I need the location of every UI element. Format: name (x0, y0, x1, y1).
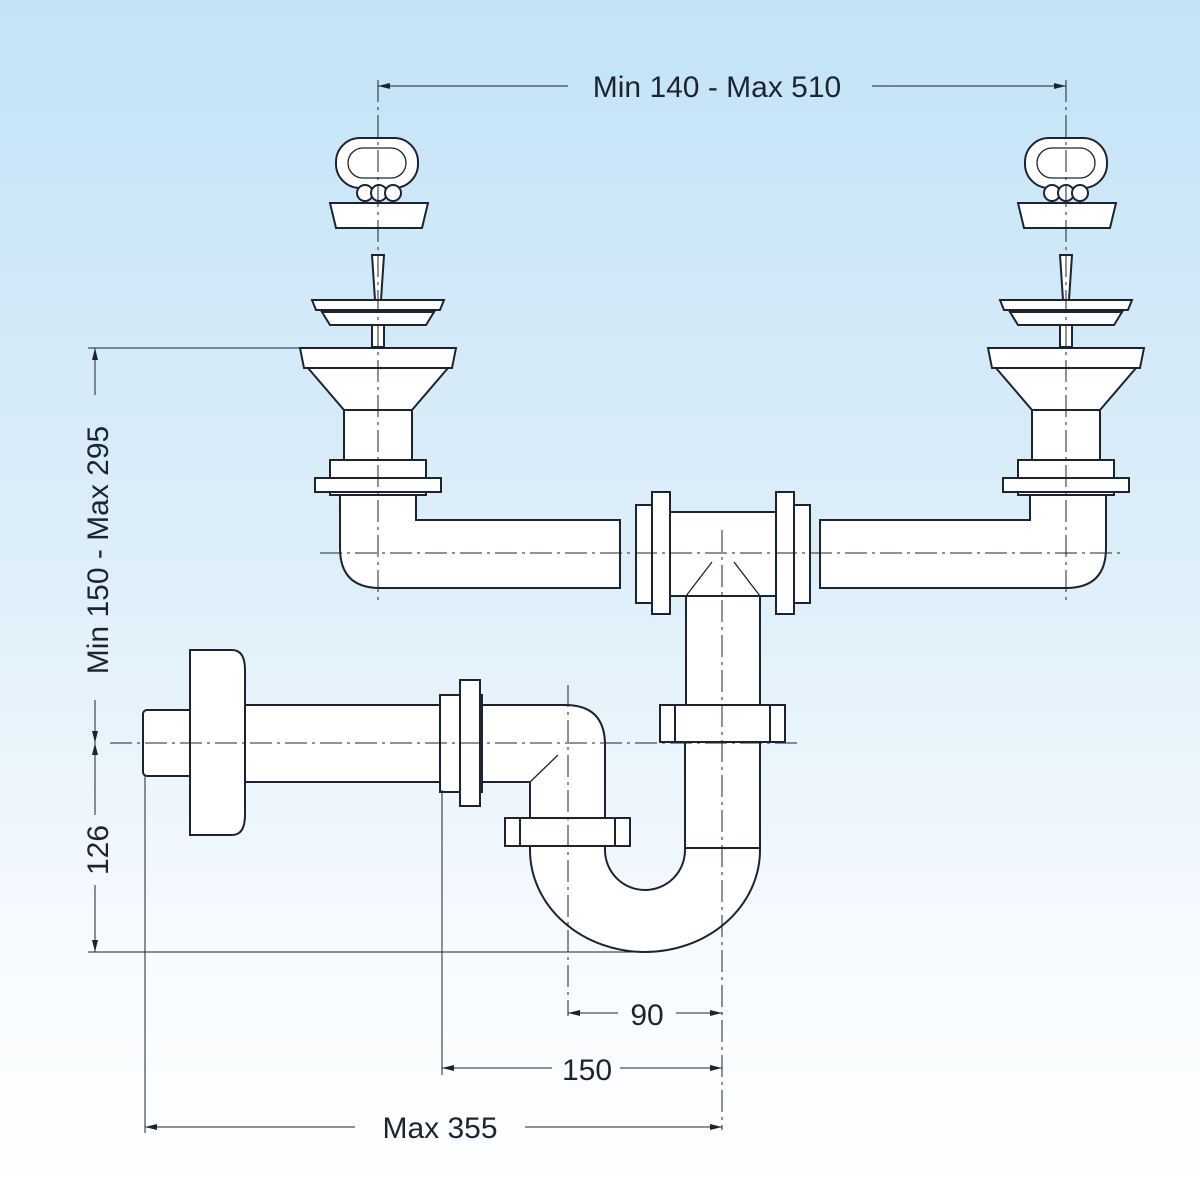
dimension-lines (88, 83, 1066, 1133)
height-range-label: Min 150 - Max 295 (82, 426, 115, 674)
trap-offset-label: 90 (630, 999, 663, 1032)
nut-offset-label: 150 (562, 1054, 612, 1087)
tee-junction (635, 491, 811, 711)
right-drain-assembly (819, 137, 1146, 589)
left-drain-assembly (298, 137, 621, 589)
u-bend-trap (479, 704, 786, 953)
max-length-label: Max 355 (382, 1112, 497, 1145)
center-lines (110, 80, 1125, 1130)
outlet-height-label: 126 (82, 825, 115, 875)
drain-spacing-label: Min 140 - Max 510 (593, 71, 841, 104)
